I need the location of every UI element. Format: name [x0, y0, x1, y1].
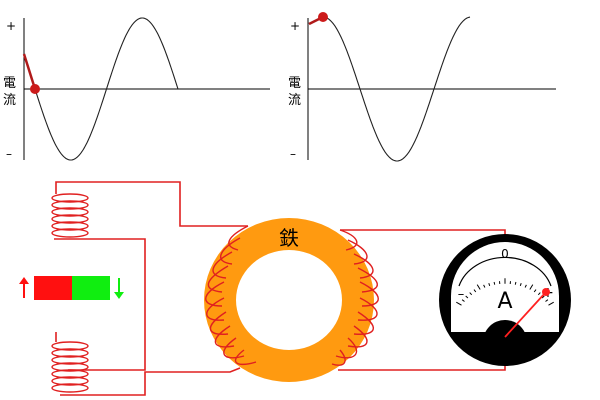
ammeter-tick	[537, 292, 541, 296]
ammeter-needle	[504, 291, 547, 338]
ammeter-tick	[529, 284, 534, 290]
ammeter-tick	[545, 299, 549, 302]
ammeter-tick	[465, 295, 469, 299]
ammeter-tick	[469, 292, 473, 296]
ammeter-tick	[483, 284, 486, 288]
bar-magnet	[19, 276, 124, 300]
ammeter-tick	[461, 299, 465, 302]
ammeter-tick	[476, 284, 481, 290]
ammeter-tick	[524, 284, 527, 288]
graph-1-plus-label: +	[6, 19, 16, 33]
graph-1-marker-tail	[22, 53, 37, 90]
ammeter-tick	[456, 301, 462, 306]
ammeter-unit-label: A	[497, 289, 512, 314]
down-arrow-icon	[114, 278, 124, 299]
magnet-south-pole	[72, 276, 110, 300]
graph-1-minus-label: –	[6, 147, 12, 161]
ammeter-tick	[548, 301, 554, 306]
graph-2-axis-label-1: 電	[288, 76, 301, 91]
top-coil	[51, 193, 89, 238]
ammeter-tick	[519, 283, 522, 287]
ammeter-minus-label: –	[458, 287, 465, 302]
current-graph-1: + – 電 流	[3, 17, 270, 161]
ammeter-zero-label: 0	[501, 247, 509, 261]
ammeter-scale-ticks	[456, 278, 554, 306]
bottom-coil-lower-lead	[60, 367, 241, 396]
graph-2-marker-dot	[318, 12, 328, 22]
ammeter-tick	[493, 281, 496, 285]
ammeter-tick	[514, 281, 517, 285]
iron-core-label: 鉄	[279, 226, 299, 250]
graph-2-minus-label: –	[290, 147, 296, 161]
graph-1-sine-trace	[34, 17, 179, 161]
left-winding	[205, 225, 257, 366]
iron-core: 鉄	[204, 218, 374, 382]
right-winding	[331, 229, 379, 366]
graph-2-plus-label: +	[290, 19, 300, 33]
ammeter-needle-tip	[542, 288, 550, 296]
graph-1-marker-dot	[30, 84, 40, 94]
ammeter-tick	[473, 289, 477, 293]
bottom-coil	[51, 341, 89, 393]
current-graph-2: + – 電 流	[288, 12, 556, 162]
graph-1-axis-label-2: 流	[3, 93, 16, 108]
magnet-north-pole	[34, 276, 72, 300]
ammeter-scale-arc	[458, 256, 552, 287]
up-arrow-icon	[19, 277, 29, 298]
iron-core-ring	[204, 218, 374, 382]
ammeter: 0 – + A	[439, 234, 571, 366]
ammeter-tick	[541, 295, 545, 299]
graph-1-axis-label-1: 電	[3, 76, 16, 91]
graph-2-sine-trace	[322, 16, 471, 162]
top-coil-upper-lead	[55, 181, 248, 227]
ammeter-tick	[533, 289, 537, 293]
ammeter-tick	[488, 283, 491, 287]
graph-2-axis-label-2: 流	[288, 93, 301, 108]
top-coil-lower-lead	[54, 238, 146, 371]
